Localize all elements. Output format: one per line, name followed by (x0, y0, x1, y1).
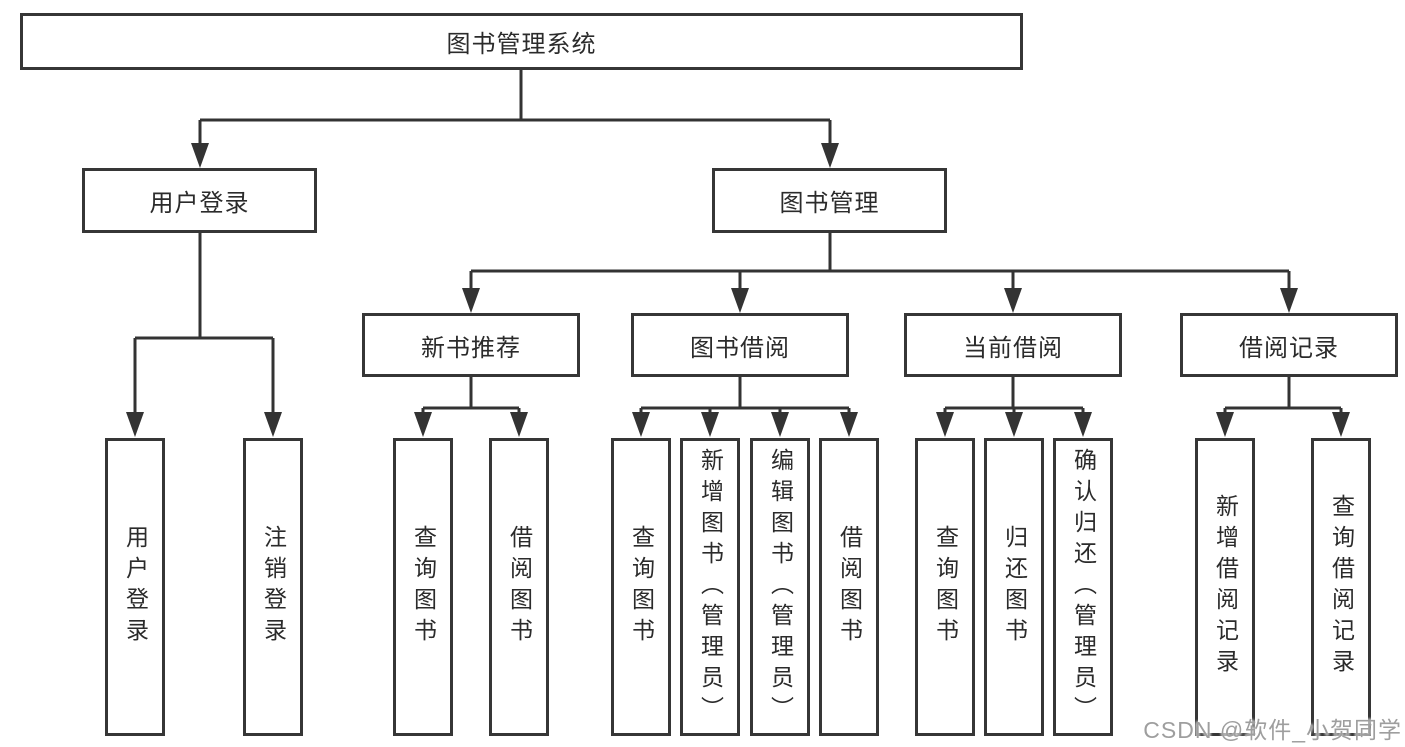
leaf-cb-query: 查询图书 (915, 438, 975, 736)
leaf-bb-query-label: 查询图书 (628, 525, 655, 649)
arrowhead-leaf-cb-query (936, 412, 954, 437)
arrowhead-leaf-bb-query (632, 412, 650, 437)
arrowhead-leaf-br-query (1332, 412, 1350, 437)
arrowhead-new-book-rec (462, 288, 480, 313)
leaf-br-query-label: 查询借阅记录 (1328, 494, 1355, 680)
arrowhead-book-borrow (731, 288, 749, 313)
edge-user-login-children (133, 233, 275, 415)
arrowhead-leaf-br-add (1216, 412, 1234, 437)
arrowhead-leaf-rec-borrow (510, 412, 528, 437)
watermark-text: CSDN @软件_小贺同学 (1143, 717, 1402, 743)
arrowhead-leaf-user-login (126, 412, 144, 437)
arrowhead-current-borrow (1004, 288, 1022, 313)
leaf-cb-confirm: 确认归还（管理员） (1053, 438, 1113, 736)
leaf-user-login: 用户登录 (105, 438, 165, 736)
edge-book-mgmt-children (469, 233, 1291, 291)
leaf-rec-query-label: 查询图书 (410, 525, 437, 649)
node-user-login-label: 用户登录 (149, 190, 250, 217)
leaf-logout-label: 注销登录 (260, 525, 287, 649)
arrowhead-leaf-cb-return (1005, 412, 1023, 437)
node-user-login: 用户登录 (82, 168, 317, 233)
edge-root-to-level2 (198, 70, 832, 146)
leaf-cb-return-label: 归还图书 (1001, 525, 1028, 649)
node-book-borrow-label: 图书借阅 (690, 334, 790, 362)
arrowhead-leaf-cb-confirm (1074, 412, 1092, 437)
leaf-bb-add: 新增图书（管理员） (680, 438, 740, 736)
leaf-br-add: 新增借阅记录 (1195, 438, 1255, 736)
node-current-borrow-label: 当前借阅 (963, 334, 1063, 362)
node-borrow-record: 借阅记录 (1180, 313, 1398, 377)
edge-new-book-rec-children (421, 377, 521, 415)
arrowhead-book-mgmt (821, 143, 839, 168)
leaf-logout: 注销登录 (243, 438, 303, 736)
leaf-bb-add-label: 新增图书（管理员） (697, 447, 724, 727)
edge-book-borrow-children (639, 377, 851, 415)
arrowhead-user-login (191, 143, 209, 168)
leaf-user-login-label: 用户登录 (122, 525, 149, 649)
leaf-rec-query: 查询图书 (393, 438, 453, 736)
leaf-rec-borrow: 借阅图书 (489, 438, 549, 736)
leaf-rec-borrow-label: 借阅图书 (506, 525, 533, 649)
arrowhead-leaf-logout (264, 412, 282, 437)
arrowhead-leaf-bb-borrow (840, 412, 858, 437)
edge-current-borrow-children (943, 377, 1085, 415)
arrowhead-leaf-bb-edit (771, 412, 789, 437)
node-root: 图书管理系统 (20, 13, 1023, 70)
leaf-br-add-label: 新增借阅记录 (1212, 494, 1239, 680)
node-book-mgmt: 图书管理 (712, 168, 947, 233)
leaf-bb-edit: 编辑图书（管理员） (750, 438, 810, 736)
leaf-cb-return: 归还图书 (984, 438, 1044, 736)
arrowhead-leaf-rec-query (414, 412, 432, 437)
arrowhead-borrow-record (1280, 288, 1298, 313)
leaf-br-query: 查询借阅记录 (1311, 438, 1371, 736)
node-book-mgmt-label: 图书管理 (779, 190, 880, 217)
leaf-cb-query-label: 查询图书 (932, 525, 959, 649)
node-book-borrow: 图书借阅 (631, 313, 849, 377)
node-current-borrow: 当前借阅 (904, 313, 1122, 377)
node-borrow-record-label: 借阅记录 (1239, 334, 1339, 362)
edge-borrow-record-children (1223, 377, 1343, 415)
node-new-book-rec: 新书推荐 (362, 313, 580, 377)
leaf-bb-query: 查询图书 (611, 438, 671, 736)
leaf-bb-borrow-label: 借阅图书 (836, 525, 863, 649)
node-new-book-rec-label: 新书推荐 (421, 334, 521, 362)
leaf-cb-confirm-label: 确认归还（管理员） (1070, 447, 1097, 727)
leaf-bb-edit-label: 编辑图书（管理员） (767, 447, 794, 727)
node-root-label: 图书管理系统 (446, 31, 597, 58)
arrowhead-leaf-bb-add (701, 412, 719, 437)
leaf-bb-borrow: 借阅图书 (819, 438, 879, 736)
